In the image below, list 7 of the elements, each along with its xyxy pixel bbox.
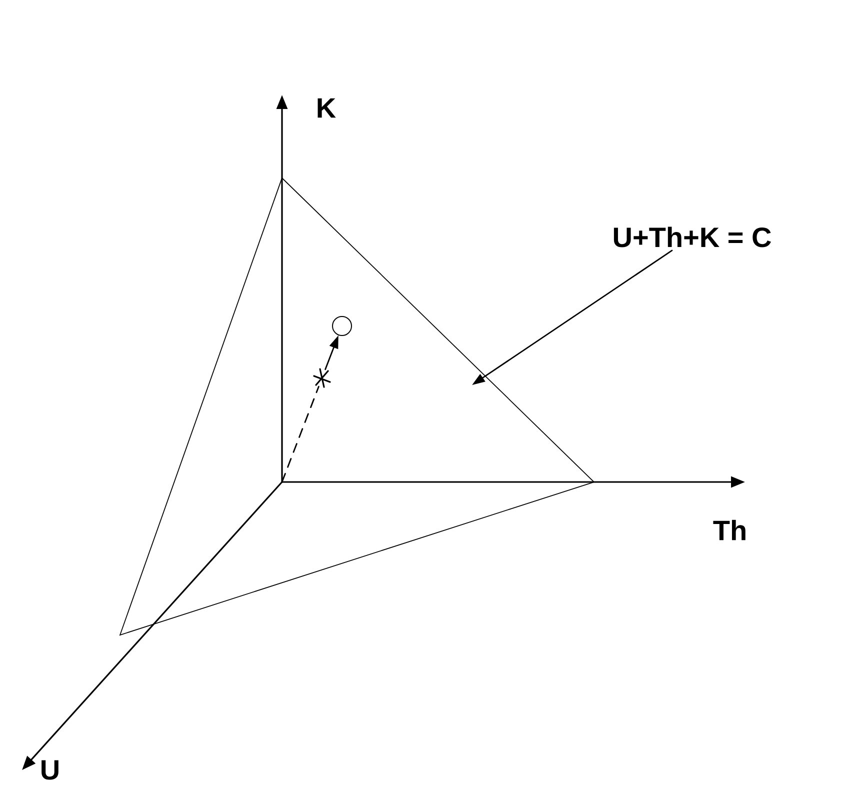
asterisk-marker: [313, 368, 331, 388]
axis-label: U: [42, 760, 58, 780]
circle-marker: [332, 316, 352, 336]
axis-label: K: [318, 98, 336, 118]
equation-label: U+Th+K = C: [614, 226, 771, 248]
axis-label: Th: [713, 520, 746, 540]
dashed-line: [281, 386, 320, 483]
